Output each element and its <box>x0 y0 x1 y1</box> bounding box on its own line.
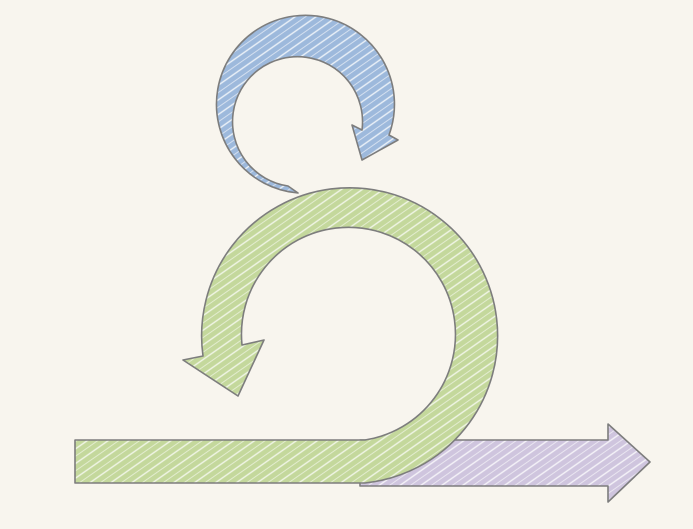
blue-loop-arrow <box>215 14 399 194</box>
green-loop-arrow <box>74 187 499 484</box>
